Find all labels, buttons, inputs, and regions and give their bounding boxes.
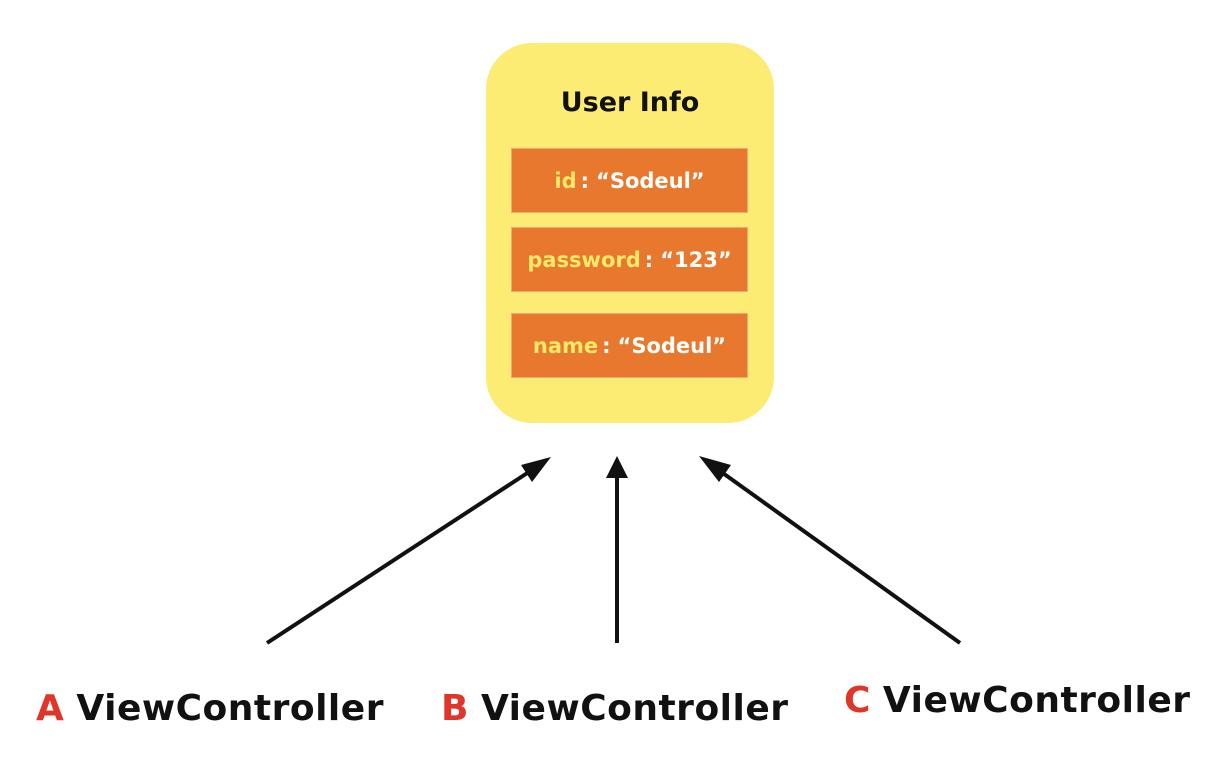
field-key: name [532, 333, 599, 358]
controller-label: ViewController [882, 680, 1191, 721]
controller-a: A ViewController [36, 688, 384, 729]
controller-b: B ViewController [441, 688, 789, 729]
controller-letter: B [441, 688, 469, 729]
arrow-b [606, 456, 628, 643]
field-separator: : [644, 247, 654, 272]
field-id: id : “Sodeul” [511, 148, 748, 213]
controller-label: ViewController [76, 688, 384, 729]
field-value: “Sodeul” [596, 168, 705, 193]
field-key: password [527, 247, 641, 272]
field-name: name : “Sodeul” [511, 313, 748, 378]
arrow-a [265, 457, 551, 645]
controller-letter: A [36, 688, 65, 729]
field-password: password : “123” [511, 227, 748, 292]
arrowhead-b [606, 456, 628, 478]
field-value: “123” [660, 247, 732, 272]
field-value: “Sodeul” [617, 333, 727, 358]
card-title: User Info [560, 87, 700, 118]
user-info-card: User Info id : “Sodeul” password : “123”… [486, 43, 774, 423]
controller-letter: C [844, 680, 871, 721]
field-separator: : [580, 168, 590, 193]
arrowhead-a [521, 457, 551, 482]
controller-label: ViewController [480, 688, 789, 729]
arrowhead-c [699, 456, 731, 482]
arrow-c [699, 456, 962, 645]
controller-c: C ViewController [844, 680, 1191, 721]
field-separator: : [602, 333, 611, 358]
field-key: id [554, 168, 577, 193]
